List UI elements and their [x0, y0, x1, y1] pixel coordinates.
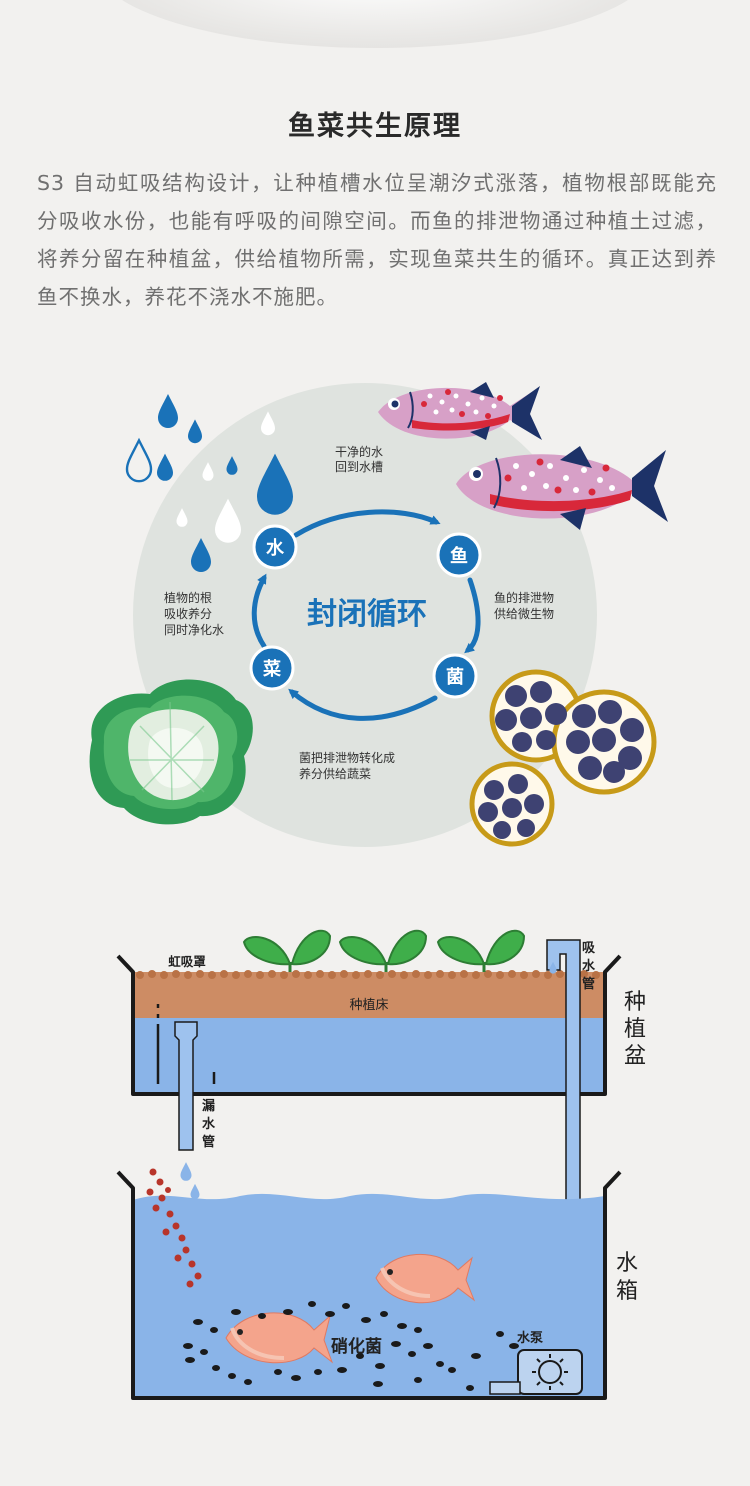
cabbage-icon: [89, 679, 253, 825]
svg-text:同时净化水: 同时净化水: [164, 623, 224, 637]
page-title: 鱼菜共生原理: [288, 111, 462, 142]
svg-text:供给微生物: 供给微生物: [494, 607, 554, 621]
cycle-arrows: [251, 509, 481, 721]
svg-text:水: 水: [202, 1116, 216, 1132]
note-clean-water: 干净的水 回到水槽: [335, 444, 383, 474]
cycle-node-water: 水: [252, 524, 298, 570]
note-fish-waste: 鱼的排泄物 供给微生物: [494, 590, 554, 621]
fish-icon: [375, 1253, 476, 1304]
note-bacteria-convert: 菌把排泄物转化成 养分供给蔬菜: [299, 750, 395, 781]
svg-text:鱼: 鱼: [450, 545, 468, 567]
description-paragraph: S3 自动虹吸结构设计，让种植槽水位呈潮汐式涨落，植物根部既能充分吸收水份，也能…: [37, 171, 717, 309]
nitrifying-bacteria-specks: [183, 1301, 519, 1391]
svg-text:菌把排泄物转化成: 菌把排泄物转化成: [299, 750, 395, 765]
svg-text:箱: 箱: [616, 1279, 638, 1304]
svg-text:水: 水: [266, 537, 285, 559]
siphon-hood: 虹吸罩: [156, 954, 216, 1084]
svg-text:养分供给蔬菜: 养分供给蔬菜: [299, 766, 371, 781]
pump-label: 水泵: [517, 1330, 543, 1346]
planting-pot: [116, 954, 622, 1096]
svg-text:回到水槽: 回到水槽: [335, 460, 383, 474]
siphon-label: 虹吸罩: [168, 954, 206, 969]
bacteria-cells-icon: [469, 669, 657, 847]
bed-label: 种植床: [349, 998, 388, 1013]
fish-icon: [225, 1312, 334, 1364]
svg-text:漏: 漏: [202, 1098, 215, 1114]
svg-text:植物的根: 植物的根: [164, 590, 212, 605]
svg-text:吸收养分: 吸收养分: [164, 606, 212, 621]
svg-text:干净的水: 干净的水: [335, 444, 383, 459]
fish-icon: [456, 446, 668, 530]
seedlings-icon: [242, 929, 526, 972]
cycle-node-fish: 鱼: [436, 532, 482, 578]
svg-text:水: 水: [616, 1251, 638, 1276]
cycle-node-bacteria: 菌: [432, 653, 478, 699]
svg-text:盆: 盆: [624, 1044, 646, 1069]
note-plant-roots: 植物的根 吸收养分 同时净化水: [164, 590, 224, 637]
svg-text:种: 种: [624, 990, 646, 1015]
svg-text:吸: 吸: [582, 941, 596, 956]
svg-text:鱼的排泄物: 鱼的排泄物: [494, 590, 554, 605]
fish-icon: [378, 382, 542, 440]
cycle-center-label: 封闭循环: [307, 597, 427, 632]
water-pump-icon: 水泵: [489, 1330, 583, 1395]
svg-text:管: 管: [582, 976, 595, 992]
pot-label: 种 植 盆: [624, 990, 646, 1069]
cycle-node-vegetable: 菜: [249, 645, 295, 691]
svg-text:植: 植: [624, 1017, 646, 1042]
svg-text:菜: 菜: [262, 659, 281, 680]
drain-pipe: 漏 水 管: [174, 1021, 216, 1200]
bacteria-label: 硝化菌: [331, 1336, 382, 1357]
nutrient-particles-icon: [146, 1168, 202, 1288]
svg-text:菌: 菌: [446, 667, 464, 688]
tank-label: 水 箱: [616, 1251, 638, 1304]
svg-text:水: 水: [582, 958, 596, 974]
svg-text:管: 管: [202, 1134, 215, 1150]
